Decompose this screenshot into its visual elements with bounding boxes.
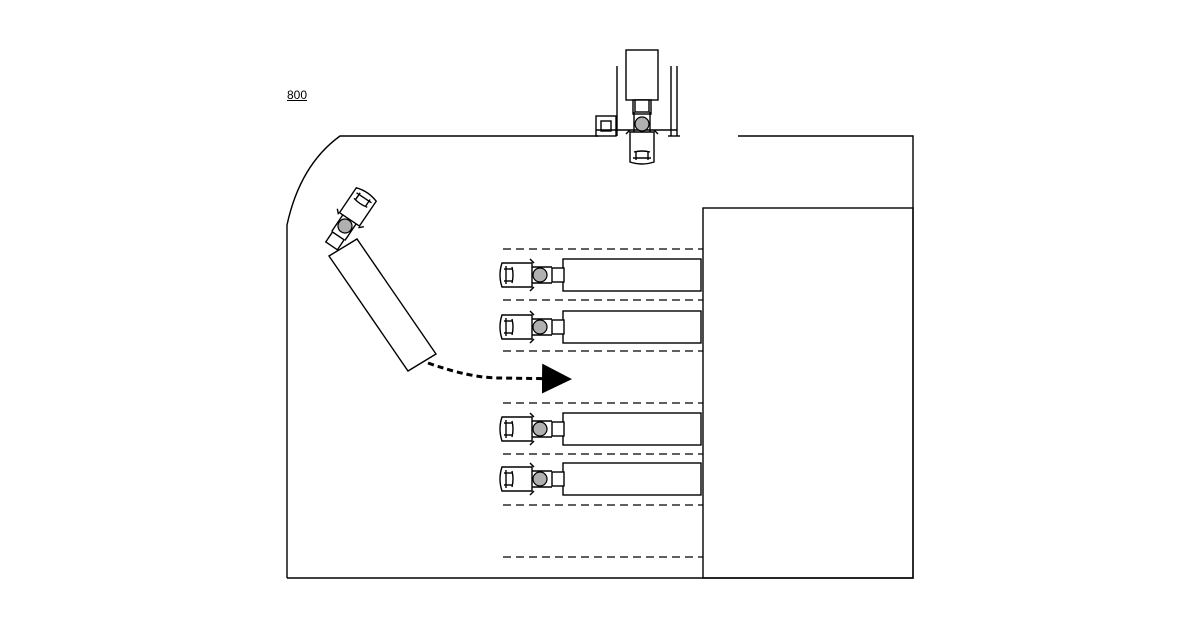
trailer-docked-2 (500, 311, 701, 343)
parking-lines (503, 249, 703, 557)
trailer-docked-3 (500, 413, 701, 445)
yard-boundary (287, 136, 913, 578)
angled-trailer (329, 239, 436, 371)
trailer-docked-4 (500, 463, 701, 495)
yard-gate-vehicle (596, 50, 677, 164)
trailer-docked-1 (500, 259, 701, 291)
planned-path-arrow (428, 363, 566, 379)
loading-dock-building (703, 208, 913, 578)
